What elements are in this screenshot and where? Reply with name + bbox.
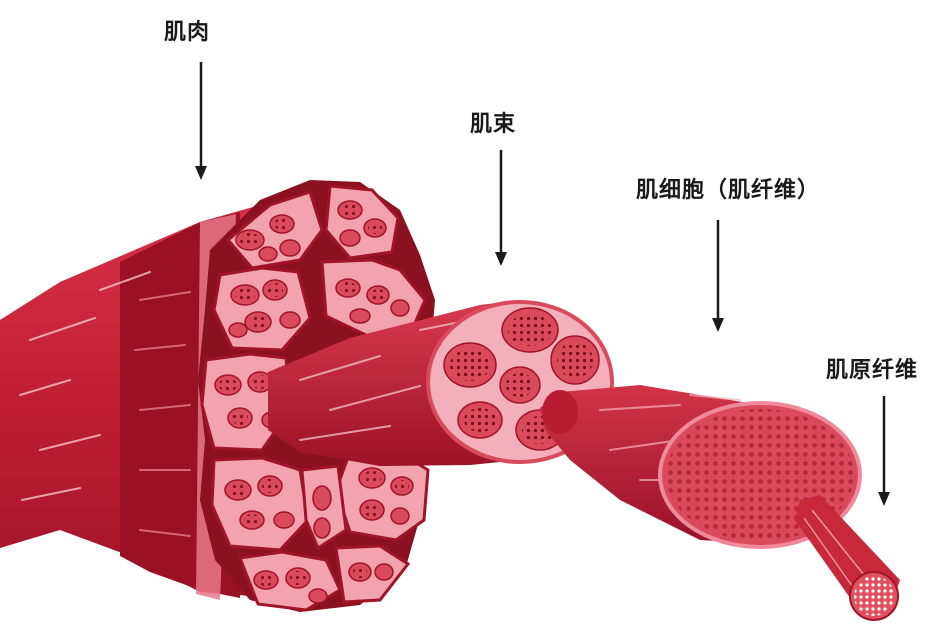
label-myofibril: 肌原纤维 (826, 352, 918, 384)
arrow-fascicle (495, 150, 507, 266)
label-muscle-fiber: 肌细胞（肌纤维） (636, 172, 820, 204)
label-fascicle: 肌束 (470, 106, 516, 138)
arrow-muscle (195, 62, 207, 180)
arrow-myofibril (878, 396, 890, 506)
label-muscle: 肌肉 (164, 14, 210, 46)
myofibril (795, 495, 900, 620)
arrow-muscle-fiber (712, 220, 724, 332)
